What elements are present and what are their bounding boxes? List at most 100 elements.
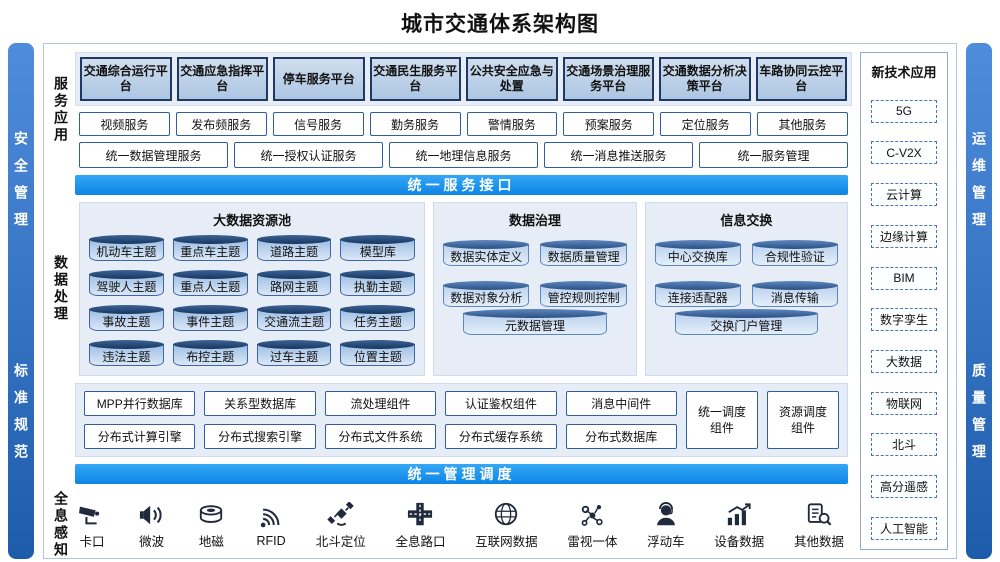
- new-tech-item: BIM: [871, 266, 937, 290]
- unified-service-box: 统一授权认证服务: [234, 142, 383, 168]
- data-theme-cylinder: 机动车主题: [89, 235, 164, 261]
- platform-box: 车路协同云控平台: [755, 57, 847, 101]
- data-section-label-wrap: 数据处理: [52, 202, 70, 376]
- right-sidebar: 运维管理 质量管理: [966, 43, 992, 559]
- service-box: 信号服务: [272, 112, 364, 136]
- resource-scheduling-component-box: 资源调度组件: [767, 391, 839, 449]
- service-section-label: 服务应用: [53, 76, 69, 144]
- component-box: 流处理组件: [324, 391, 437, 416]
- page-title: 城市交通体系架构图: [401, 13, 599, 36]
- other-data-search-icon: [804, 500, 834, 528]
- component-box: 分布式搜索引擎: [204, 424, 316, 449]
- microwave-radar-icon: [137, 500, 167, 528]
- exchange-grid: 中心交换库 合规性验证 连接适配器 消息传输: [654, 238, 839, 307]
- perception-label: 全息路口: [395, 535, 446, 549]
- service-section-label-wrap: 服务应用: [52, 52, 70, 168]
- sidebar-label-security: 安全管理: [13, 131, 29, 239]
- perception-label: 设备数据: [714, 535, 765, 549]
- radar-video-network-icon: [577, 500, 607, 528]
- data-theme-cylinder: 模型库: [340, 235, 416, 261]
- perception-label: 其他数据: [793, 535, 844, 549]
- perception-item: 卡口: [77, 500, 107, 550]
- cctv-camera-icon: [77, 500, 107, 528]
- data-theme-cylinder: 过车主题: [256, 340, 332, 366]
- new-tech-item: 人工智能: [871, 516, 937, 540]
- components-grid: MPP并行数据库 关系型数据库 流处理组件 认证鉴权组件 消息中间件 分布式计算…: [84, 391, 677, 449]
- main-column: 服务应用 交通综合运行平台 交通应急指挥平台 停车服务平台 交通民生服务平台 公…: [52, 52, 852, 559]
- governance-item: 数据实体定义: [443, 240, 530, 266]
- new-tech-item: 数字孪生: [871, 308, 937, 332]
- components-section: MPP并行数据库 关系型数据库 流处理组件 认证鉴权组件 消息中间件 分布式计算…: [52, 383, 852, 457]
- geomagnetic-disc-icon: [196, 500, 226, 528]
- data-panels: 大数据资源池 机动车主题 重点车主题 道路主题 模型库 驾驶人主题 重点人主题 …: [75, 202, 852, 376]
- perception-item: 微波: [137, 500, 167, 550]
- new-tech-item: 5G: [871, 99, 937, 123]
- beidou-satellite-icon: [326, 500, 356, 528]
- data-theme-cylinder: 路网主题: [256, 270, 332, 296]
- platform-box: 停车服务平台: [273, 57, 365, 101]
- perception-item: 雷视一体: [567, 500, 617, 550]
- sidebar-label-quality: 质量管理: [971, 363, 987, 471]
- new-tech-item: 物联网: [871, 391, 937, 415]
- unified-service-box: 统一消息推送服务: [544, 142, 693, 168]
- main-frame: 服务应用 交通综合运行平台 交通应急指挥平台 停车服务平台 交通民生服务平台 公…: [43, 43, 957, 559]
- exchange-item: 连接适配器: [654, 281, 741, 307]
- governance-item: 数据质量管理: [540, 240, 627, 266]
- pool-grid: 机动车主题 重点车主题 道路主题 模型库 驾驶人主题 重点人主题 路网主题 执勤…: [89, 233, 416, 366]
- exchange-title: 信息交换: [720, 213, 773, 228]
- perception-label: 互联网数据: [475, 535, 538, 549]
- data-theme-cylinder: 位置主题: [340, 340, 416, 366]
- data-processing-section: 数据处理 大数据资源池 机动车主题 重点车主题 道路主题 模型库 驾驶人主题 重…: [52, 202, 852, 376]
- service-box: 其他服务: [757, 112, 848, 136]
- perception-item: 全息路口: [395, 500, 445, 550]
- platform-row: 交通综合运行平台 交通应急指挥平台 停车服务平台 交通民生服务平台 公共安全应急…: [75, 52, 852, 106]
- perception-section-label: 全息感知: [53, 491, 69, 559]
- new-tech-column: 新技术应用 5G C-V2X 云计算 边缘计算 BIM 数字孪生 大数据 物联网…: [860, 52, 948, 550]
- new-tech-item: 北斗: [871, 433, 937, 457]
- sidebar-label-standards: 标准规范: [13, 363, 29, 471]
- perception-label: 北斗定位: [315, 535, 366, 549]
- new-tech-item: 大数据: [871, 350, 937, 374]
- data-theme-cylinder: 布控主题: [172, 340, 248, 366]
- platform-box: 交通民生服务平台: [369, 57, 461, 101]
- platform-box: 公共安全应急与处置: [466, 57, 558, 101]
- internet-globe-icon: [491, 500, 521, 528]
- new-tech-item: C-V2X: [871, 141, 937, 165]
- perception-label: 地磁: [198, 535, 224, 549]
- service-box: 视频服务: [79, 112, 170, 136]
- exchange-item: 交换门户管理: [674, 309, 819, 335]
- platform-box: 交通场景治理服务平台: [562, 57, 654, 101]
- component-box: 分布式文件系统: [324, 424, 437, 449]
- platform-box: 交通应急指挥平台: [176, 57, 268, 101]
- service-section: 服务应用 交通综合运行平台 交通应急指挥平台 停车服务平台 交通民生服务平台 公…: [52, 52, 852, 168]
- big-data-pool-panel: 大数据资源池 机动车主题 重点车主题 道路主题 模型库 驾驶人主题 重点人主题 …: [79, 202, 426, 376]
- perception-label: 浮动车: [647, 535, 685, 549]
- data-theme-cylinder: 违法主题: [89, 340, 164, 366]
- service-box: 发布频服务: [175, 112, 267, 136]
- component-box: 消息中间件: [565, 391, 677, 416]
- exchange-item: 中心交换库: [654, 240, 741, 266]
- governance-grid: 数据实体定义 数据质量管理 数据对象分析 管控规则控制: [443, 238, 627, 307]
- new-tech-title: 新技术应用: [871, 65, 937, 80]
- data-theme-cylinder: 事件主题: [172, 305, 248, 331]
- data-theme-cylinder: 重点车主题: [172, 235, 248, 261]
- info-exchange-panel: 信息交换 中心交换库 合规性验证 连接适配器 消息传输 交换门户管理: [644, 202, 848, 376]
- service-box: 预案服务: [563, 112, 655, 136]
- perception-item: 设备数据: [714, 500, 764, 550]
- data-theme-cylinder: 事故主题: [89, 305, 164, 331]
- scheduling-component-box: 统一调度组件: [686, 391, 758, 449]
- data-theme-cylinder: 任务主题: [340, 305, 416, 331]
- perception-item: 其他数据: [794, 500, 844, 550]
- component-box: 分布式计算引擎: [84, 424, 196, 449]
- unified-service-row: 统一数据管理服务 统一授权认证服务 统一地理信息服务 统一消息推送服务 统一服务…: [75, 142, 852, 168]
- new-tech-item: 高分遥感: [871, 475, 937, 499]
- governance-item: 元数据管理: [463, 309, 607, 335]
- service-box: 定位服务: [660, 112, 752, 136]
- perception-item: RFID: [256, 503, 286, 548]
- new-tech-item: 边缘计算: [871, 224, 937, 248]
- service-box: 警情服务: [466, 112, 558, 136]
- device-data-chart-icon: [724, 500, 754, 528]
- component-box: 关系型数据库: [204, 391, 316, 416]
- service-box: 勤务服务: [369, 112, 461, 136]
